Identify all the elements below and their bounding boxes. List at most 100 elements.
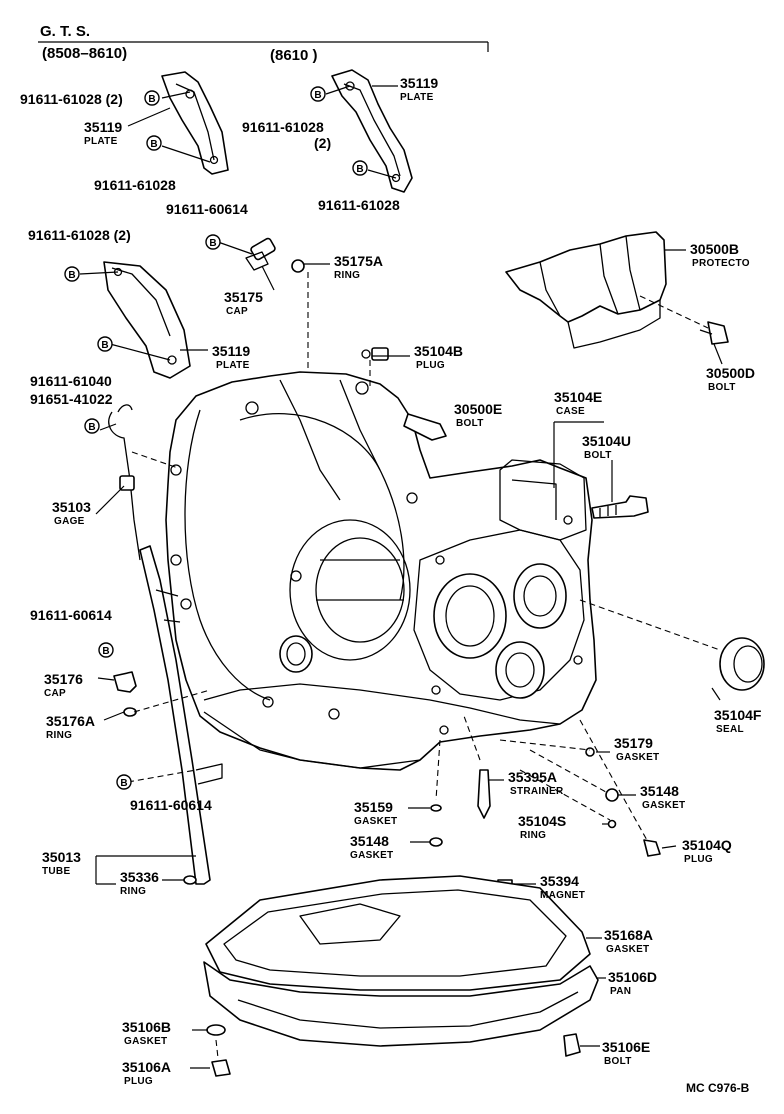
- label-35106e: 35106E: [602, 1039, 650, 1055]
- name-seal-35104f: SEAL: [716, 724, 744, 735]
- diagram-code: MC C976-B: [686, 1081, 750, 1095]
- label-35168a: 35168A: [604, 927, 653, 943]
- svg-text:B: B: [101, 340, 108, 351]
- label-35394: 35394: [540, 873, 579, 889]
- name-pan-35106d: PAN: [610, 986, 631, 997]
- name-gage-35103: GAGE: [54, 516, 85, 527]
- plate-middle-left: [103, 261, 191, 379]
- name-gasket-35148-right: GASKET: [642, 800, 685, 811]
- bolt-30500e: [403, 413, 447, 441]
- name-strainer-35395a: STRAINER: [510, 786, 564, 797]
- ring-35104s: [607, 819, 617, 829]
- seal-35104f: [719, 637, 765, 691]
- plate-upper-left: [161, 71, 229, 175]
- bolt-marker-6: B: [64, 266, 80, 282]
- bolt-marker-8: B: [84, 418, 100, 434]
- label-91611-61028-2-middle: 91611-61028 (2): [28, 227, 131, 243]
- label-35106b: 35106B: [122, 1019, 171, 1035]
- svg-text:B: B: [209, 238, 216, 249]
- name-plate-upper-left: PLATE: [84, 136, 118, 147]
- gasket-35179: [585, 747, 595, 757]
- ring-35175a: [291, 259, 305, 273]
- label-35336: 35336: [120, 869, 159, 885]
- label-35176a: 35176A: [46, 713, 95, 729]
- label-35104b: 35104B: [414, 343, 463, 359]
- name-ring-35176a: RING: [46, 730, 72, 741]
- label-30500d: 30500D: [706, 365, 755, 381]
- name-protector-30500b: PROTECTO: [692, 258, 750, 269]
- label-35104s: 35104S: [518, 813, 566, 829]
- label-91611-60614-top: 91611-60614: [166, 201, 248, 217]
- transaxle-case: [165, 371, 597, 771]
- bolt-marker-10: B: [116, 774, 132, 790]
- name-gasket-35168a: GASKET: [606, 944, 649, 955]
- svg-text:B: B: [68, 270, 75, 281]
- label-35148-lower: 35148: [350, 833, 389, 849]
- gasket-35159: [430, 804, 442, 812]
- label-35176: 35176: [44, 671, 83, 687]
- name-cap-35175: CAP: [226, 306, 248, 317]
- label-35175: 35175: [224, 289, 263, 305]
- name-gasket-35148-lower: GASKET: [350, 850, 393, 861]
- gage-35103: [108, 404, 141, 561]
- model-heading: G. T. S.: [40, 23, 90, 40]
- bolt-marker-2: B: [146, 135, 162, 151]
- name-plug-35104b: PLUG: [416, 360, 445, 371]
- label-35395a: 35395A: [508, 769, 557, 785]
- name-gasket-35159: GASKET: [354, 816, 397, 827]
- label-35106d: 35106D: [608, 969, 657, 985]
- label-35159: 35159: [354, 799, 393, 815]
- tube-35013: [139, 545, 223, 885]
- gasket-35106b: [206, 1024, 226, 1036]
- name-gasket-35106b: GASKET: [124, 1036, 167, 1047]
- svg-text:B: B: [88, 422, 95, 433]
- bolt-marker-3: B: [310, 86, 326, 102]
- cap-35176: [113, 671, 137, 693]
- svg-text:B: B: [150, 139, 157, 150]
- label-35104e: 35104E: [554, 389, 602, 405]
- plug-35104b: [361, 347, 389, 361]
- label-91611-61028-upper-left-bottom: 91611-61028: [94, 177, 176, 193]
- name-bolt-30500e: BOLT: [456, 418, 484, 429]
- name-case-35104e: CASE: [556, 406, 585, 417]
- plate-upper-right: [331, 69, 413, 193]
- label-35104u: 35104U: [582, 433, 631, 449]
- gasket-35168a: [205, 875, 591, 991]
- range-early-label: (8508–8610): [42, 45, 127, 62]
- label-35119-upper-right: 35119: [400, 75, 438, 91]
- bolt-30500d: [699, 321, 729, 345]
- label-35179: 35179: [614, 735, 653, 751]
- label-30500b: 30500B: [690, 241, 739, 257]
- name-plug-35104q: PLUG: [684, 854, 713, 865]
- label-35104q: 35104Q: [682, 837, 732, 853]
- plug-35106a: [211, 1059, 231, 1077]
- label-91611-60614-bottom: 91611-60614: [130, 797, 212, 813]
- svg-text:B: B: [120, 778, 127, 789]
- label-91611-60614-middle: 91611-60614: [30, 607, 112, 623]
- name-plate-middle: PLATE: [216, 360, 250, 371]
- protector-30500b: [505, 231, 667, 349]
- label-91611-61040: 91611-61040: [30, 373, 112, 389]
- name-ring-35104s: RING: [520, 830, 546, 841]
- gasket-35148-right: [605, 788, 619, 802]
- svg-text:B: B: [148, 94, 155, 105]
- svg-text:B: B: [314, 90, 321, 101]
- range-late-label: (8610 ): [270, 47, 318, 64]
- label-35119-upper-left: 35119: [84, 119, 122, 135]
- name-bolt-35106e: BOLT: [604, 1056, 632, 1067]
- label-91651-41022: 91651-41022: [30, 391, 113, 407]
- gasket-35148-lower: [429, 837, 443, 847]
- label-35119-middle: 35119: [212, 343, 250, 359]
- bolt-35106e: [563, 1033, 581, 1057]
- name-magnet-35394: MAGNET: [540, 890, 585, 901]
- part-labels: 91611-61028 (2) 35119 PLATE 91611-61028 …: [20, 75, 762, 1087]
- cap-35175: [245, 237, 276, 271]
- name-bolt-30500d: BOLT: [708, 382, 736, 393]
- label-91611-61028-2-top: 91611-61028 (2): [20, 91, 123, 107]
- bolt-marker-9: B: [98, 642, 114, 658]
- bolt-marker-5: B: [205, 234, 221, 250]
- label-35148-right: 35148: [640, 783, 679, 799]
- name-ring-35175a: RING: [334, 270, 360, 281]
- label-35175a: 35175A: [334, 253, 383, 269]
